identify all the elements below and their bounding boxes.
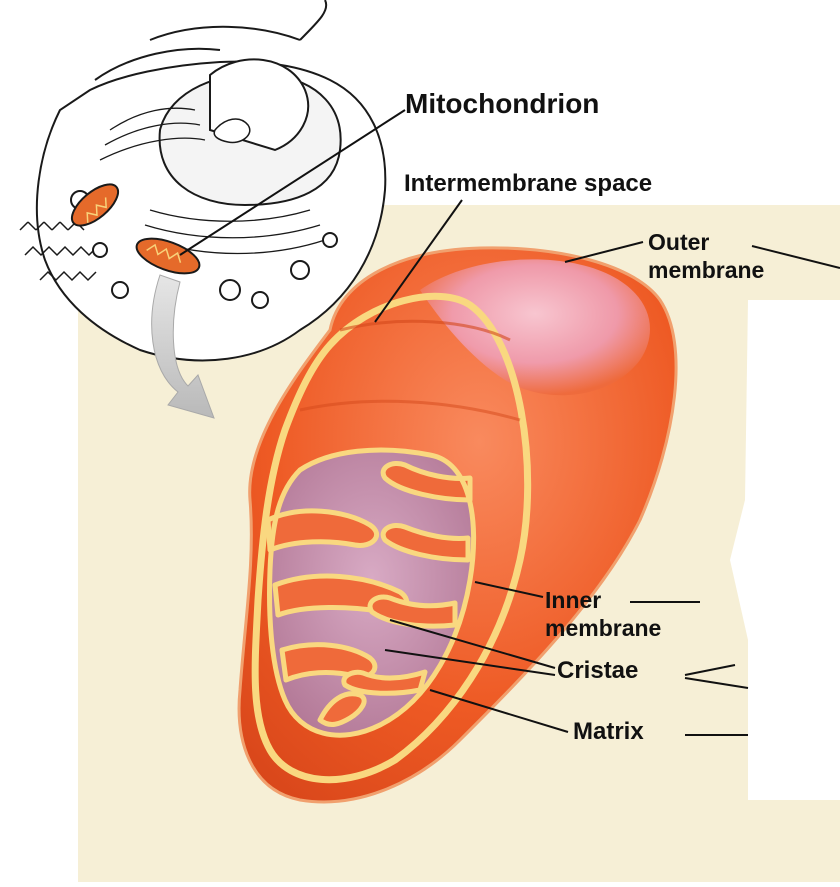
label-inner-membrane-line1: Inner — [545, 586, 661, 614]
label-outer-membrane-line1: Outer — [648, 228, 764, 256]
label-outer-membrane-line2: membrane — [648, 256, 764, 284]
label-inner-membrane: Inner membrane — [545, 586, 661, 642]
label-matrix: Matrix — [573, 718, 644, 746]
label-cristae: Cristae — [557, 657, 638, 685]
label-outer-membrane: Outer membrane — [648, 228, 764, 284]
cell-illustration — [20, 0, 385, 360]
label-intermembrane-space: Intermembrane space — [404, 170, 652, 198]
label-mitochondrion: Mitochondrion — [405, 88, 599, 120]
label-inner-membrane-line2: membrane — [545, 614, 661, 642]
